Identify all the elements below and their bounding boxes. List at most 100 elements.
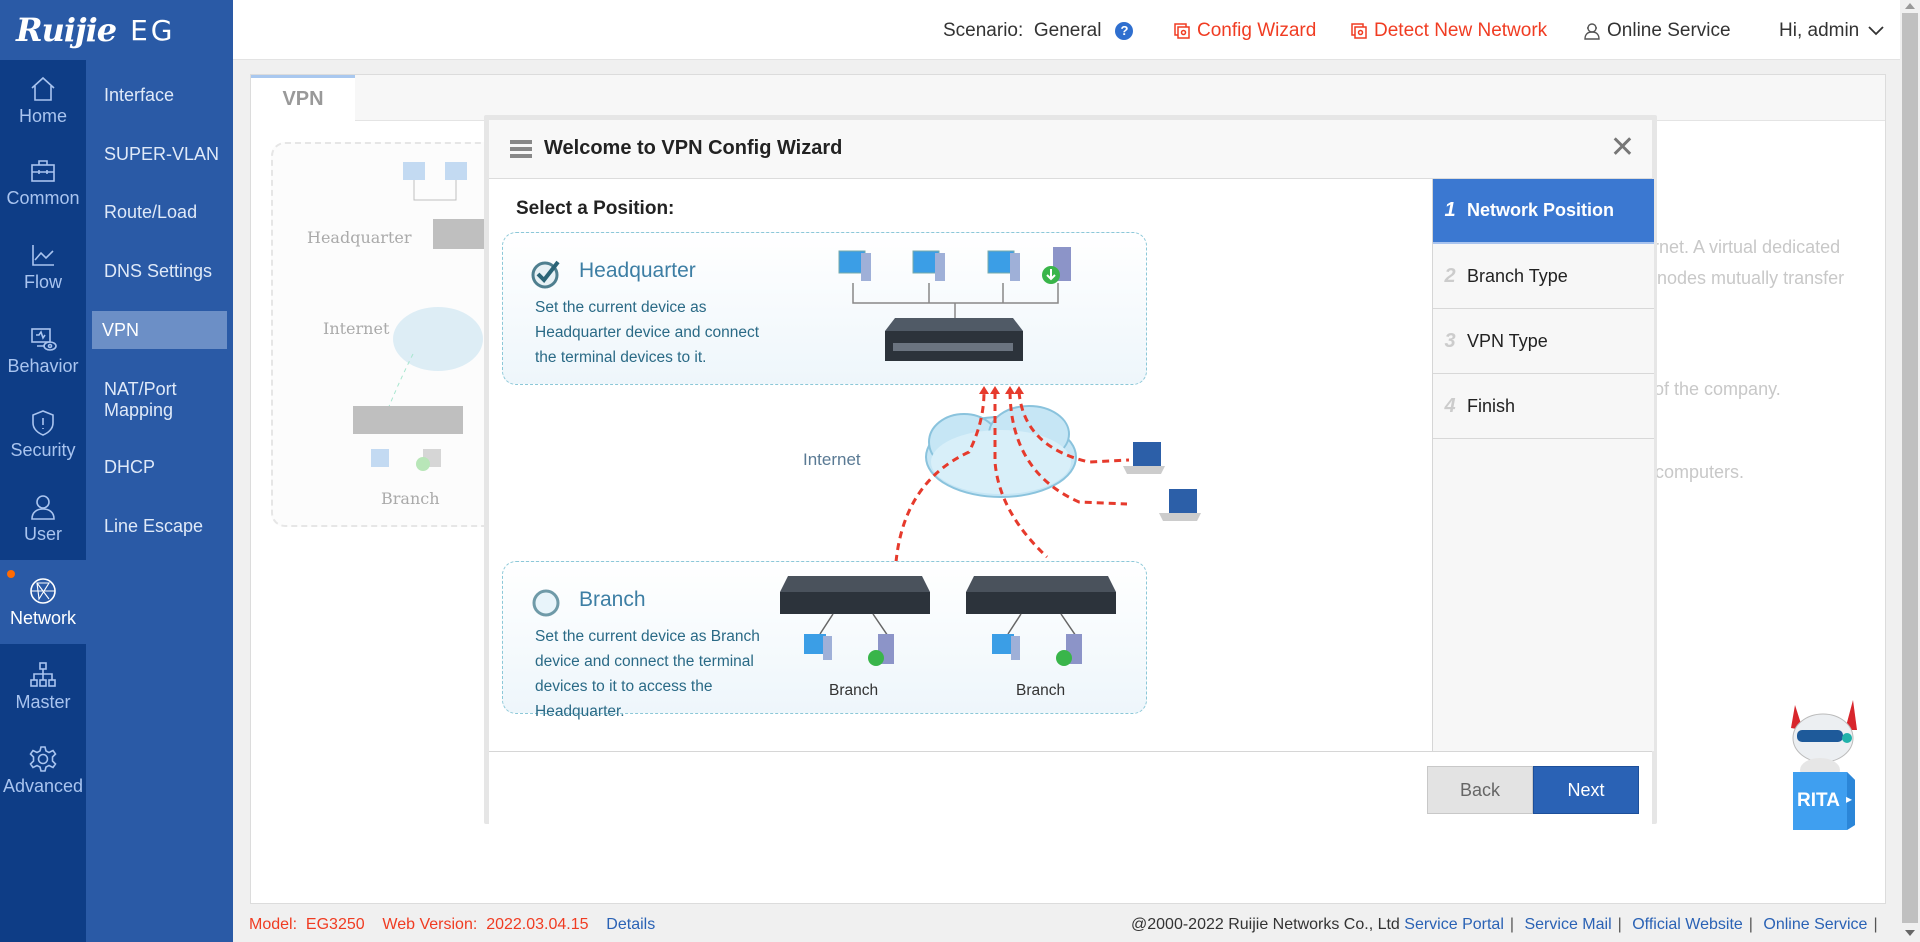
gear-icon [29,745,57,772]
detect-network-link[interactable]: Detect New Network [1350,20,1547,42]
branch-caption: Branch [829,682,879,699]
scroll-down-arrow[interactable] [1905,930,1915,936]
branch-description: Set the current device as Branch device … [535,628,760,720]
sub-item-line-escape[interactable]: Line Escape [104,516,204,536]
brand-logo: Ruijie EG [0,0,233,60]
sub-item-dhcp[interactable]: DHCP [104,457,156,477]
sub-item-dns-settings[interactable]: DNS Settings [104,261,213,281]
scroll-up-arrow[interactable] [1905,3,1915,9]
branch-option[interactable]: Branch Set the current device as Branch … [502,561,1147,720]
vpn-tunnel-lines [894,391,1130,563]
online-service-link[interactable]: Online Service [1583,20,1731,42]
notification-dot [7,570,15,578]
close-button[interactable]: ✕ [1609,131,1635,164]
ruijie-logo: Ruijie [16,11,117,49]
scroll-thumb[interactable] [1902,13,1918,923]
arrow-heads [979,386,1024,394]
nav-label: Behavior [7,355,79,376]
nav-item-common[interactable]: Common [0,140,86,224]
sub-item-route-load[interactable]: Route/Load [104,202,198,222]
server-download-icon [868,634,894,666]
sub-item-vpn[interactable]: VPN [92,311,227,349]
user-menu[interactable]: Hi, admin [1779,20,1885,42]
main-nav: Home Common Flow Behavior Security User … [0,60,86,942]
nav-item-behavior[interactable]: Behavior [0,308,86,392]
menu-icon [510,140,532,158]
headquarter-option[interactable]: Headquarter Set the current device as He… [502,232,1147,385]
rita-assistant[interactable]: RITA ▸ [1775,690,1865,830]
branch-title: Branch [579,588,646,611]
step-number: 1 [1444,199,1456,221]
server-download-icon [1042,247,1071,284]
nav-item-home[interactable]: Home [0,60,86,140]
branch-caption: Branch [1016,682,1066,699]
computer-icon [804,634,832,660]
step-network-position[interactable]: 1 Network Position [1433,179,1654,244]
server-download-icon [1056,634,1082,666]
sub-item-super-vlan[interactable]: SUPER-VLAN [104,144,220,164]
model-value: EG3250 [305,916,365,933]
nav-item-flow[interactable]: Flow [0,224,86,308]
nav-label: Common [6,187,80,208]
details-link[interactable]: Details [606,916,656,933]
official-website-link[interactable]: Official Website [1632,916,1743,933]
select-position-title: Select a Position: [516,198,675,219]
wizard-steps: 1 Network Position 2 Branch Type 3 VPN T… [1432,179,1654,751]
nav-label: Home [18,105,67,126]
step-label: Finish [1467,395,1516,416]
dialog-title: Welcome to VPN Config Wizard [544,137,843,159]
globe-network-icon [30,577,56,604]
footer-links: @2000-2022 Ruijie Networks Co., Ltd Serv… [1131,916,1878,933]
scenario-label: Scenario: [943,20,1024,41]
step-branch-type[interactable]: 2 Branch Type [1433,244,1654,309]
user-icon [31,494,55,520]
nav-item-user[interactable]: User [0,476,86,560]
nav-label: Master [15,691,71,712]
computer-icon [838,250,871,281]
model-label: Model: [249,916,298,933]
step-vpn-type[interactable]: 3 VPN Type [1433,309,1654,374]
laptop-icon [1159,489,1201,521]
bg-description-line: computers. [1655,462,1745,482]
page-scrollbar[interactable] [1900,0,1920,942]
checked-radio-icon [531,260,560,289]
detect-icon [1351,23,1367,39]
bg-description-line: of the company. [1654,379,1781,399]
nav-label: Advanced [2,775,84,796]
step-finish[interactable]: 4 Finish [1433,374,1654,439]
nav-item-security[interactable]: Security [0,392,86,476]
computer-icon [987,250,1020,281]
headquarter-description: Set the current device as Headquarter de… [535,299,760,366]
bg-description-line: rnet. A virtual dedicated [1653,237,1841,257]
nav-label: Network [9,607,76,628]
sub-item-nat-port-mapping[interactable]: NAT/Port Mapping [104,379,177,420]
help-icon[interactable]: ? [1115,22,1134,40]
user-greeting: Hi, admin [1779,20,1860,41]
online-service-footer-link[interactable]: Online Service [1763,916,1868,933]
branch-router-icon [966,576,1116,614]
router-device-icon [885,318,1023,361]
branch-router-icon [780,576,930,614]
laptop-icon [1123,442,1165,474]
tab-vpn[interactable]: VPN [251,75,355,122]
step-label: Network Position [1467,200,1615,220]
service-mail-link[interactable]: Service Mail [1524,916,1612,933]
dialog-header: Welcome to VPN Config Wizard ✕ [489,120,1652,179]
nav-item-advanced[interactable]: Advanced [0,728,86,812]
back-button[interactable]: Back [1427,766,1533,814]
wizard-icon [1174,23,1190,39]
next-button[interactable]: Next [1533,766,1639,814]
sub-item-interface[interactable]: Interface [104,85,175,105]
nav-label: User [23,523,62,544]
step-number: 2 [1444,264,1456,287]
step-label: Branch Type [1467,265,1568,286]
nav-item-master[interactable]: Master [0,644,86,728]
tab-strip: VPN [251,75,1885,122]
service-portal-link[interactable]: Service Portal [1404,916,1504,933]
step-label: VPN Type [1467,330,1548,351]
config-wizard-link[interactable]: Config Wizard [1173,20,1316,42]
cloud-icon [925,405,1077,498]
nav-item-network[interactable]: Network [0,560,86,644]
headset-user-icon [1584,23,1600,40]
bg-description-line: nodes mutually transfer [1657,268,1845,288]
